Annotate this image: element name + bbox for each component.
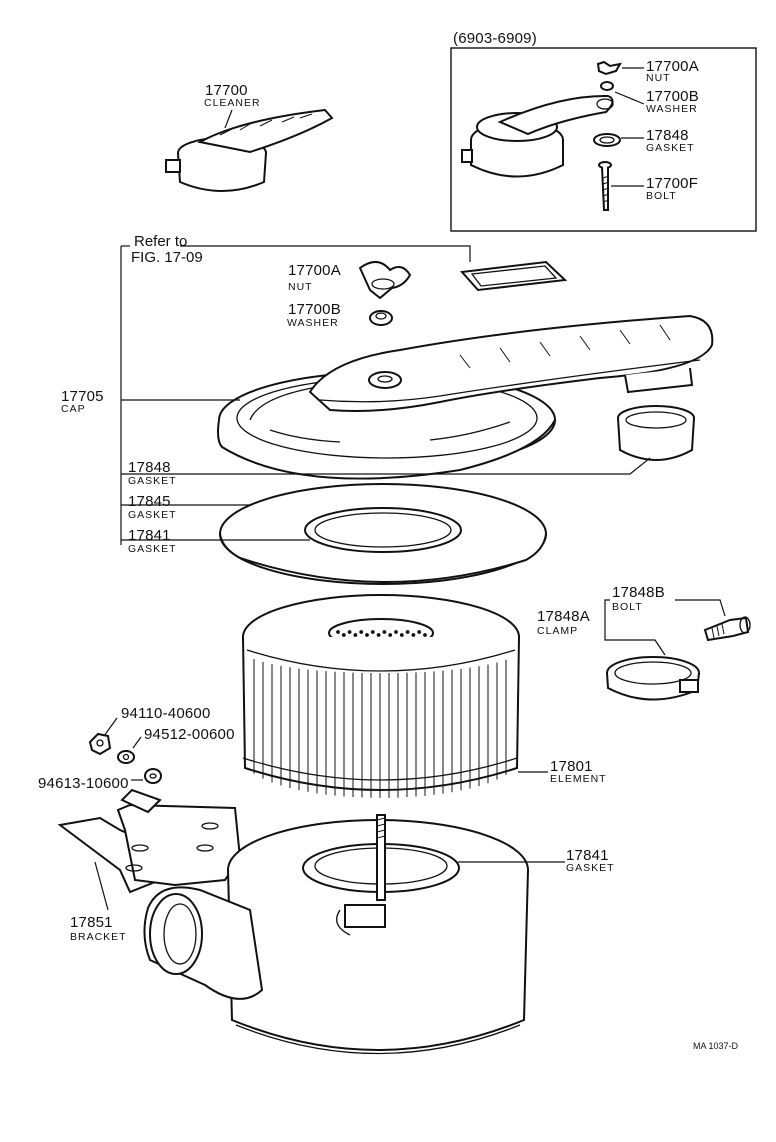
washer — [369, 310, 393, 326]
clamp — [606, 656, 700, 701]
bracket-name: BRACKET — [70, 931, 127, 943]
inset-washer-name: WASHER — [646, 103, 698, 115]
gasket-17845 — [219, 483, 547, 585]
clamp-number: 17848A — [537, 608, 590, 625]
snorkel-gasket-ring — [617, 405, 695, 461]
hw3-number: 94613-10600 — [38, 775, 129, 792]
gasket-17841-bottom-name: GASKET — [566, 862, 615, 874]
element-perforation — [353, 633, 358, 637]
refer-note-line1: Refer to — [134, 233, 187, 250]
element-perforation — [411, 633, 416, 637]
gasket-17845-name: GASKET — [128, 509, 177, 521]
refer-note-line2: FIG. 17-09 — [131, 249, 203, 266]
element-perforation — [399, 633, 404, 637]
element-perforation — [336, 630, 340, 634]
filter-element — [242, 594, 520, 798]
nut-number: 17700A — [288, 262, 341, 279]
nut-name: NUT — [288, 281, 313, 293]
inset-cleaner-drawing — [461, 60, 622, 211]
gasket-17845-number: 17845 — [128, 493, 171, 510]
bracket-number: 17851 — [70, 914, 113, 931]
element-perforation — [365, 633, 369, 637]
wing-nut — [358, 261, 412, 300]
element-perforation — [370, 630, 375, 634]
inset-nut-number: 17700A — [646, 58, 699, 75]
element-perforation — [359, 630, 364, 634]
inset-bolt-number: 17700F — [646, 175, 698, 192]
nut-94110 — [88, 732, 112, 756]
washer-number: 17700B — [288, 301, 341, 318]
clamp-name: CLAMP — [537, 625, 578, 637]
gasket-17848-number: 17848 — [128, 459, 171, 476]
inset-bolt-name: BOLT — [646, 190, 677, 202]
bolt-name: BOLT — [612, 601, 643, 613]
element-number: 17801 — [550, 758, 593, 775]
element-perforation — [417, 630, 422, 634]
inset-gasket-name: GASKET — [646, 142, 695, 154]
cleaner-number: 17700 — [205, 82, 248, 99]
inset-header: (6903-6909) — [453, 30, 537, 47]
element-perforation — [405, 630, 410, 634]
element-perforation — [382, 630, 387, 634]
washer-name: WASHER — [287, 317, 339, 329]
figure-code: MA 1037-D — [693, 1041, 739, 1051]
cap — [217, 314, 714, 480]
element-perforation — [341, 633, 346, 637]
inset-nut-name: NUT — [646, 72, 671, 84]
element-perforation — [394, 630, 398, 634]
washer-94512 — [117, 750, 135, 764]
inset-panel: (6903-6909) — [450, 30, 757, 232]
element-perforation — [376, 633, 381, 637]
gasket-17841-bottom-number: 17841 — [566, 847, 609, 864]
bracket — [57, 788, 242, 894]
gasket-17848-name: GASKET — [128, 475, 177, 487]
element-perforation — [388, 633, 393, 637]
element-perforation — [423, 633, 427, 637]
element-name: ELEMENT — [550, 773, 607, 785]
top-gasket-plate — [459, 260, 568, 292]
cleaner-body — [143, 814, 529, 1055]
cap-name: CAP — [61, 403, 86, 415]
gasket-17841-top-number: 17841 — [128, 527, 171, 544]
clamp-bolt — [703, 616, 751, 642]
hw2-number: 94512-00600 — [144, 726, 235, 743]
bolt-number: 17848B — [612, 584, 665, 601]
inset-frame — [450, 47, 757, 232]
washer-94613 — [144, 768, 162, 784]
cleaner-assembly-thumbnail — [165, 108, 334, 192]
cap-number: 17705 — [61, 388, 104, 405]
gasket-17841-top-name: GASKET — [128, 543, 177, 555]
element-perforation — [347, 630, 352, 634]
hw1-number: 94110-40600 — [121, 705, 211, 722]
inset-washer-number: 17700B — [646, 88, 699, 105]
cleaner-name: CLEANER — [204, 97, 261, 109]
inset-gasket-number: 17848 — [646, 127, 689, 144]
